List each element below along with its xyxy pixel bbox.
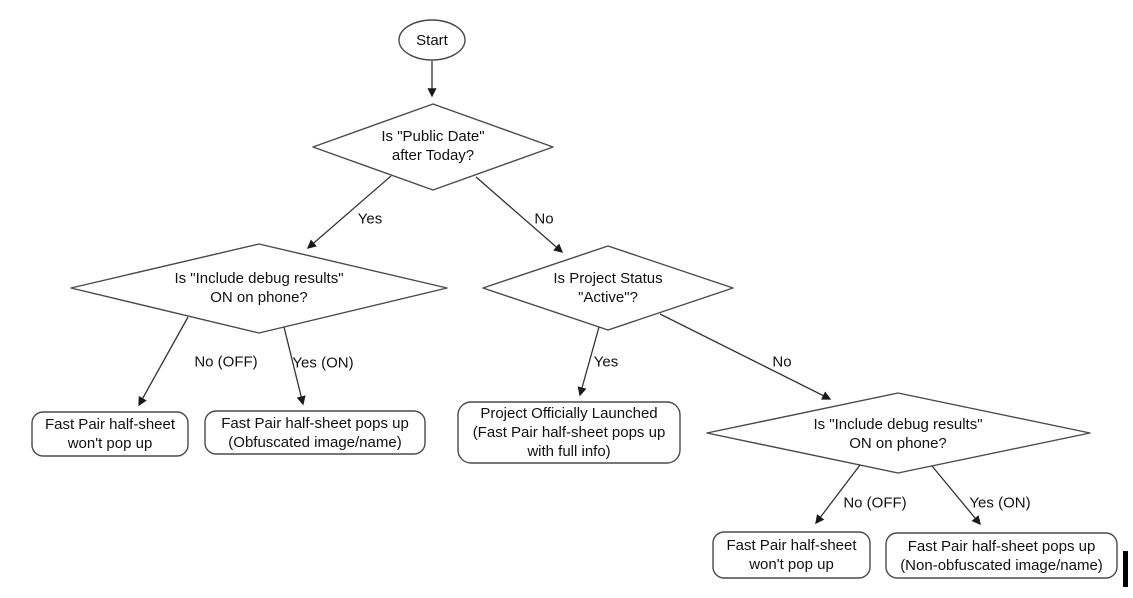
decision-project-status-shape [482, 245, 734, 331]
edge-label-project-status-yes: Yes [593, 353, 619, 371]
decision-public-date-label: Is "Public Date" after Today? [381, 128, 485, 164]
start-node-label: Start [416, 32, 448, 49]
edge-label-debug-right-no: No (OFF) [843, 494, 907, 512]
outcome-no-popup-right-shape [712, 531, 871, 579]
outcome-no-popup-left-label: Fast Pair half-sheet won't pop up [44, 416, 176, 452]
outcome-no-popup-right-label: Fast Pair half-sheet won't pop up [726, 537, 857, 573]
edge-project-status-no [659, 313, 832, 400]
edge-label-debug-left-no: No (OFF) [194, 353, 258, 371]
start-node-shape [398, 19, 466, 61]
edge-label-debug-left-yes: Yes (ON) [292, 354, 354, 372]
decision-project-status-label: Is Project Status "Active"? [553, 270, 663, 306]
outcome-launched-label: Project Officially Launched (Fast Pair h… [472, 405, 666, 460]
decision-debug-right-label: Is "Include debug results" ON on phone? [813, 416, 983, 452]
decision-debug-left-label: Is "Include debug results" ON on phone? [174, 270, 344, 306]
outcome-no-popup-left-shape [31, 411, 189, 457]
edge-label-public-date-yes: Yes [357, 210, 383, 228]
decision-debug-right-shape [706, 392, 1091, 474]
edge-label-debug-right-yes: Yes (ON) [969, 494, 1031, 512]
outcome-non-obfuscated-label: Fast Pair half-sheet pops up (Non-obfusc… [900, 538, 1103, 574]
edge-debug-right-no [815, 464, 861, 525]
decision-public-date-shape [312, 103, 554, 191]
edge-label-public-date-no: No [534, 210, 554, 228]
edge-debug-left-yes [283, 326, 306, 406]
outcome-non-obfuscated-shape [885, 532, 1118, 579]
outcome-obfuscated-shape [204, 410, 426, 455]
outcome-obfuscated-label: Fast Pair half-sheet pops up (Obfuscated… [221, 415, 409, 451]
outcome-launched-shape [457, 401, 681, 464]
edge-public-date-no [475, 176, 564, 253]
edge-debug-right-yes [931, 465, 981, 526]
text-cursor-artifact [1123, 551, 1128, 587]
edge-label-project-status-no: No [772, 353, 792, 371]
edge-project-status-yes [577, 326, 600, 397]
edge-public-date-yes [306, 175, 392, 249]
edge-debug-left-no [138, 316, 189, 407]
decision-debug-left-shape [70, 243, 448, 334]
